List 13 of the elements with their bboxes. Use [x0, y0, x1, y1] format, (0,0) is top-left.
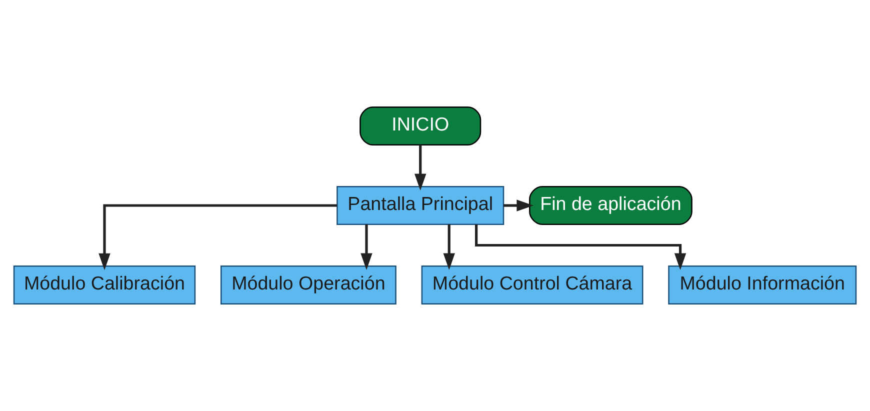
node-box: INICIO	[360, 106, 482, 146]
node-box: Pantalla Principal	[336, 186, 504, 225]
node-box: Módulo Calibración	[13, 266, 196, 304]
arrow	[98, 204, 337, 270]
arrow	[504, 200, 534, 212]
node-box: Módulo Control Cámara	[421, 266, 644, 304]
arrow	[414, 144, 426, 190]
node-box: Módulo Operación	[220, 266, 396, 304]
arrow	[360, 224, 372, 270]
arrow	[443, 224, 455, 270]
node-box: Fin de aplicación	[529, 186, 692, 225]
node-box: Módulo Información	[668, 266, 857, 304]
arrow	[475, 224, 686, 270]
